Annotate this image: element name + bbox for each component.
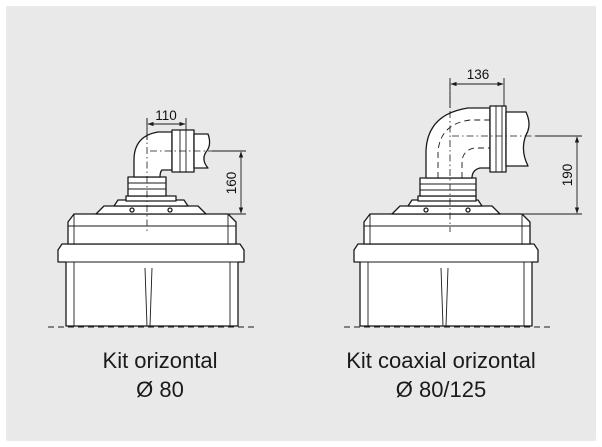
left-kit-caption: Kit orizontal Ø 80 (40, 346, 280, 404)
left-dim-vertical: 160 (224, 172, 239, 195)
left-dim-horizontal: 110 (155, 108, 177, 123)
left-flue-elbow (127, 118, 214, 232)
right-flue-elbow (419, 82, 545, 232)
left-boiler (48, 195, 256, 328)
right-kit-name: Kit coaxial orizontal (346, 348, 536, 373)
right-dim-vertical: 190 (560, 164, 575, 187)
left-dimensions: 110 160 (146, 108, 246, 215)
right-boiler (344, 195, 552, 328)
right-dimensions: 136 190 (449, 67, 582, 215)
right-kit-caption: Kit coaxial orizontal Ø 80/125 (296, 346, 586, 404)
left-kit-name: Kit orizontal (102, 348, 218, 373)
left-kit-diameter: Ø 80 (136, 377, 184, 402)
right-dim-horizontal: 136 (467, 67, 490, 82)
right-kit-diameter: Ø 80/125 (395, 377, 487, 402)
